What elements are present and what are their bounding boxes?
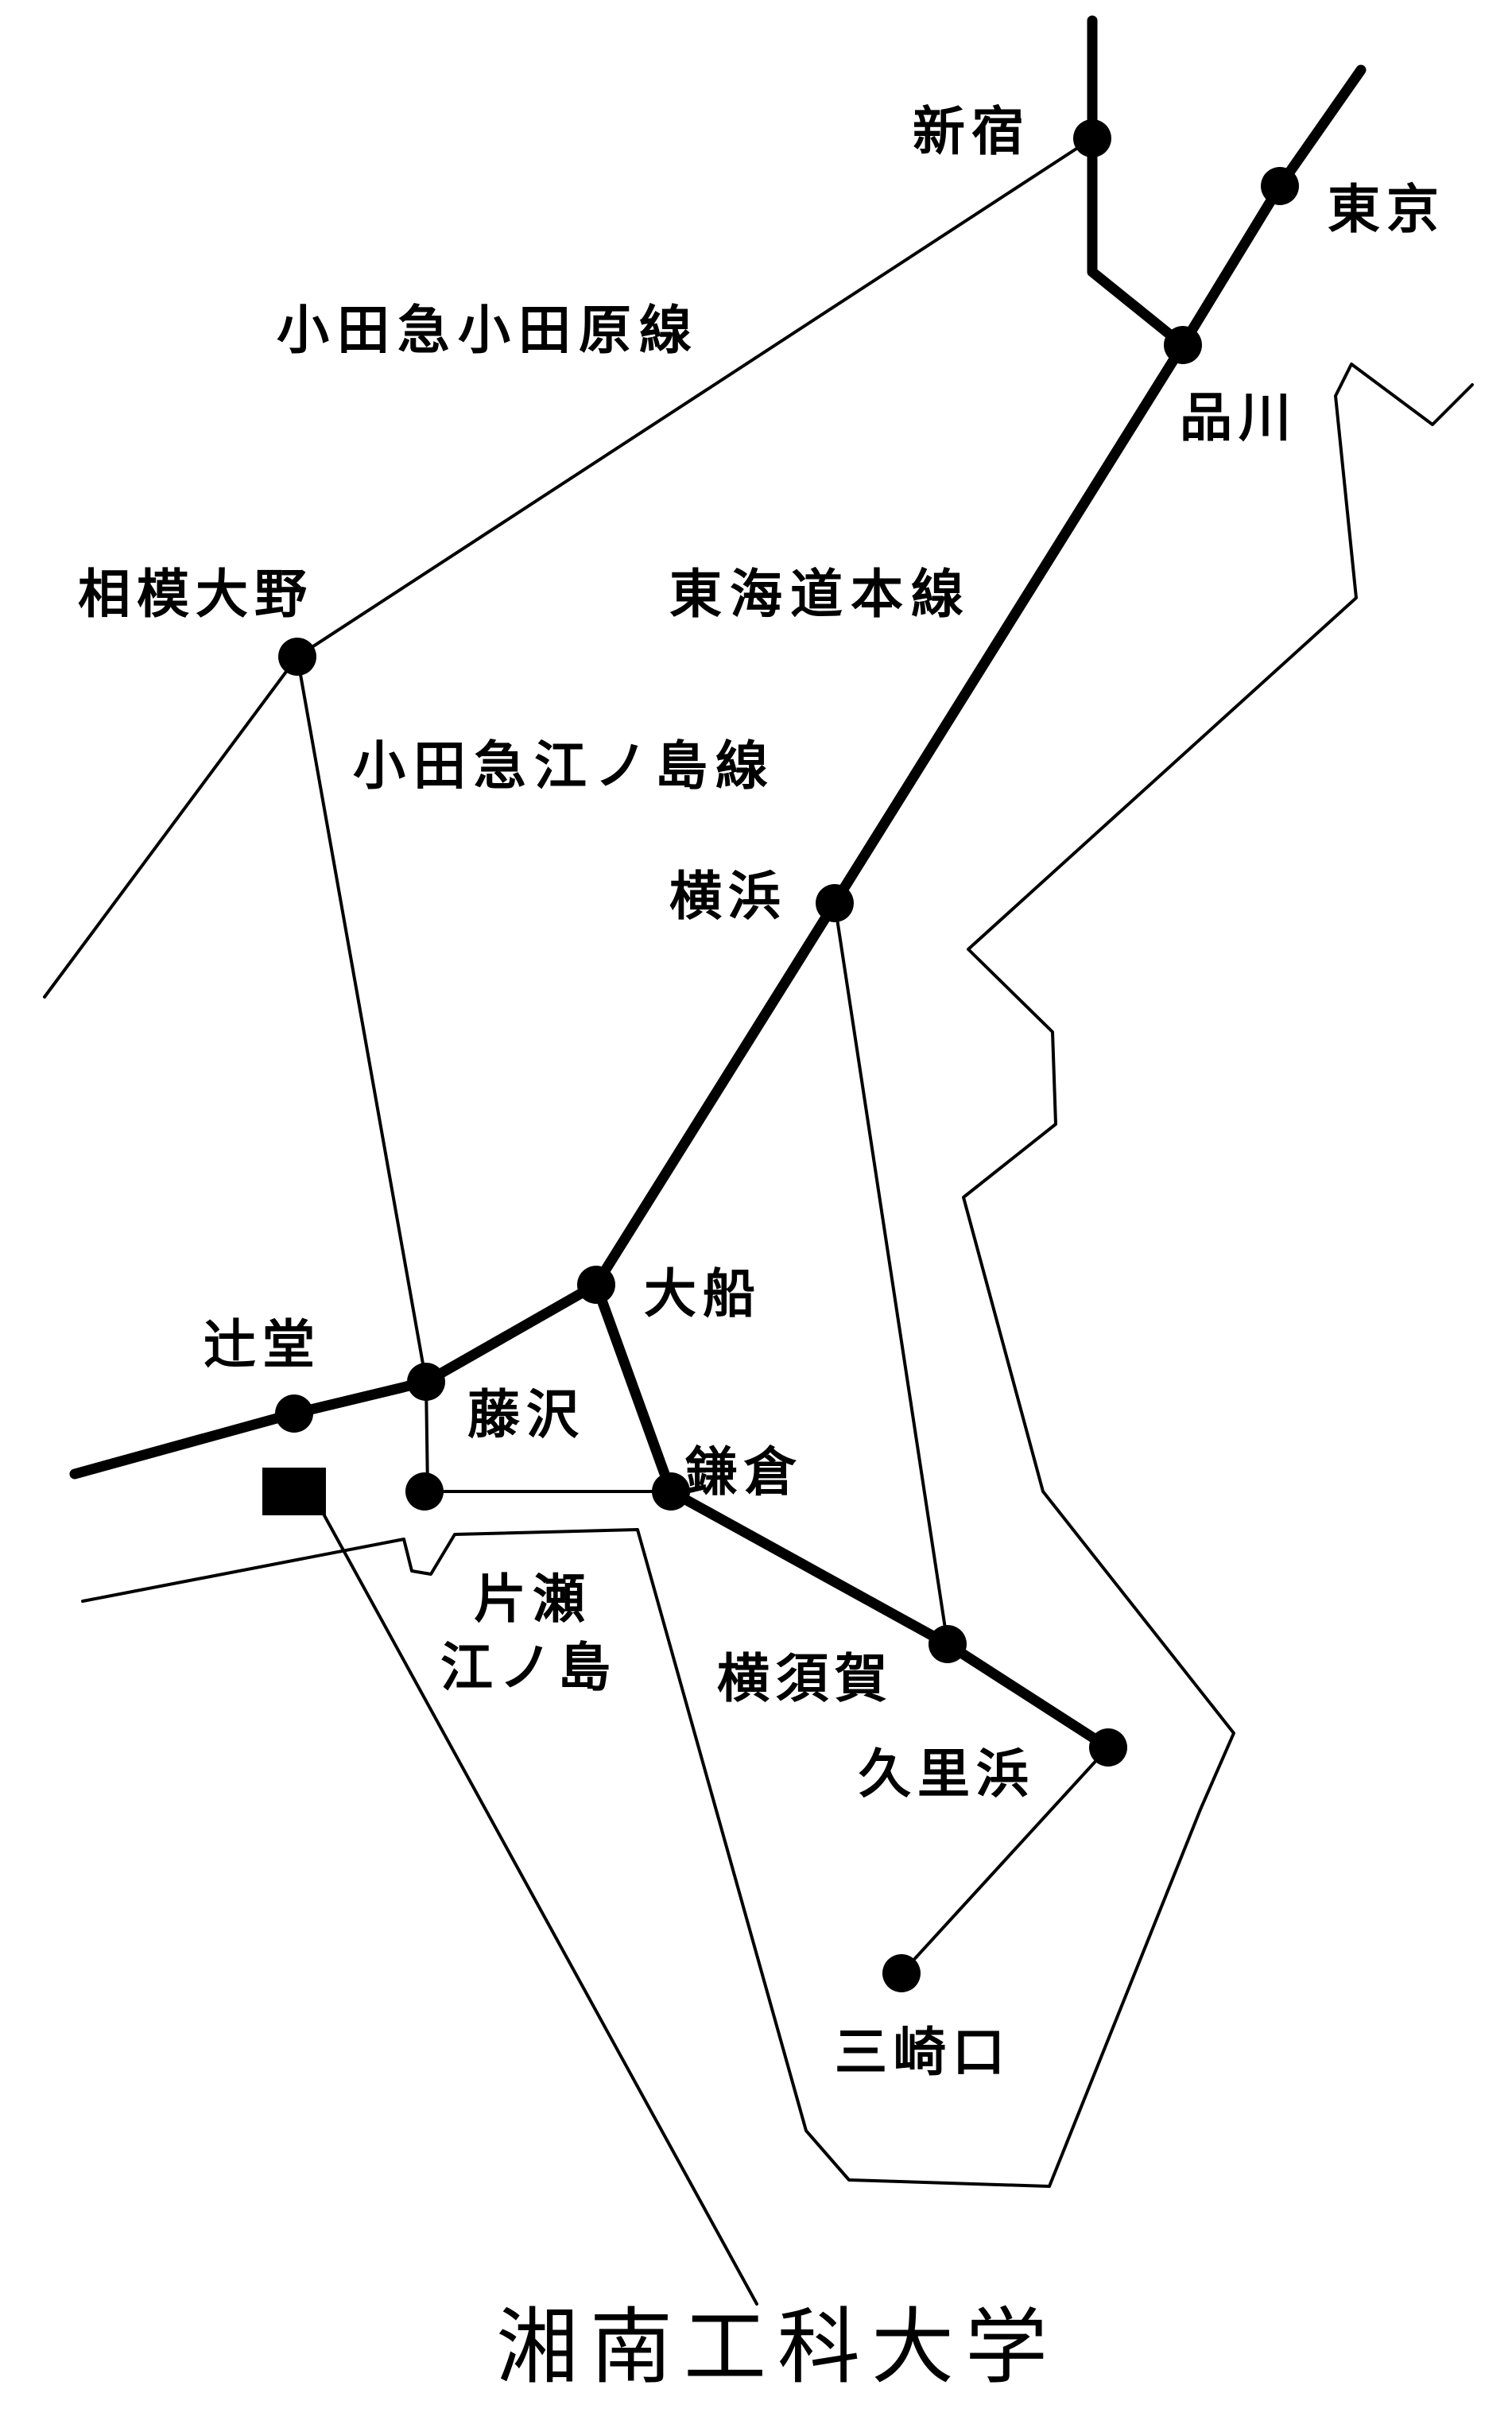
- label-enoshima: 江ノ島: [440, 1637, 617, 1698]
- station-dot-tsujido: [275, 1394, 313, 1433]
- label-tsujido: 辻堂: [204, 1314, 321, 1375]
- label-kamakura: 鎌倉: [685, 1441, 803, 1503]
- station-dot-fujisawa: [407, 1363, 445, 1401]
- station-dot-shinjuku: [1073, 119, 1111, 157]
- station-dot-misakiguchi: [882, 1954, 921, 1992]
- label-misakiguchi: 三崎口: [835, 2022, 1011, 2083]
- label-ofuna: 大船: [644, 1263, 762, 1325]
- label-shinjuku: 新宿: [913, 101, 1030, 162]
- label-yokosuka: 横須賀: [717, 1648, 894, 1709]
- label-odakyu-enoshima-line: 小田急江ノ島線: [353, 735, 776, 797]
- chuo-line: [1087, 15, 1188, 351]
- station-dot-yokosuka: [929, 1625, 967, 1663]
- label-sagami-ono: 相模大野: [78, 564, 313, 625]
- station-dot-shinagawa: [1164, 326, 1202, 364]
- station-dot-ofuna: [577, 1266, 615, 1304]
- label-yokohama: 横浜: [669, 866, 787, 927]
- label-katase: 片瀬: [474, 1569, 591, 1630]
- university-campus-marker: [262, 1468, 326, 1515]
- label-tokyo: 東京: [1328, 179, 1445, 240]
- yokosuka-line: [591, 1279, 1114, 1753]
- station-dot-kurihama: [1089, 1728, 1127, 1767]
- map-title: 湘南工科大学: [496, 2298, 1059, 2395]
- odakyu-odawara-line: [296, 137, 1094, 658]
- station-dot-tokyo: [1261, 167, 1299, 205]
- coastline-west-shore: [315, 1499, 758, 2306]
- tokaido-line: [69, 64, 1367, 1480]
- label-odakyu-odawara-line: 小田急小田原線: [277, 300, 700, 361]
- station-dot-sagami-ono: [278, 638, 316, 676]
- label-tokaido-line: 東海道本線: [669, 564, 971, 625]
- label-kurihama: 久里浜: [859, 1743, 1035, 1805]
- label-shinagawa: 品川: [1180, 387, 1297, 448]
- label-fujisawa: 藤沢: [467, 1384, 585, 1445]
- odakyu-enoshima-line: [296, 655, 673, 1493]
- station-dot-katase-enoshima: [405, 1472, 444, 1511]
- station-dot-kamakura: [652, 1472, 690, 1511]
- station-dot-yokohama: [816, 884, 854, 922]
- coastline-northwest: [43, 655, 299, 999]
- keikyu-line: [833, 902, 949, 1646]
- coastline-east: [81, 363, 1474, 2188]
- keikyu-kurihama-line: [900, 1746, 1110, 1975]
